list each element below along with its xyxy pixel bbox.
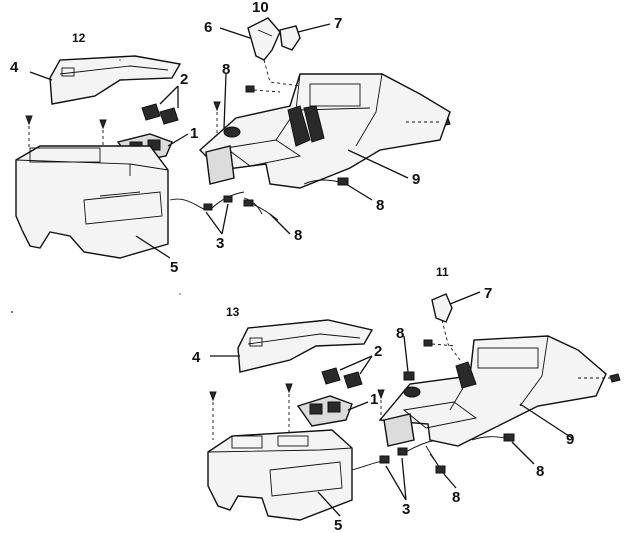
- leader-9: [519, 403, 573, 439]
- switch-bezel-part-1: [296, 395, 353, 427]
- leader-5: [135, 235, 171, 259]
- callout-4: 4: [192, 349, 201, 366]
- leader-2a: [339, 355, 373, 371]
- front-console-part-9: [198, 73, 451, 189]
- figure-number-12: 12: [72, 31, 86, 45]
- leader-5: [317, 491, 341, 517]
- figure-13: 13 11 4 2 1 7 8 9 8 8 3 5: [192, 265, 621, 533]
- shift-knob-part-6: [247, 17, 281, 61]
- callout-5: 5: [334, 517, 342, 533]
- callout-2: 2: [374, 343, 382, 360]
- callout-8a: 8: [396, 325, 404, 342]
- rear-console-part-5: [207, 429, 353, 521]
- callout-9: 9: [412, 171, 420, 188]
- trim-panel-part-4: [49, 55, 182, 105]
- front-console-part-9: [378, 335, 607, 447]
- shift-knob-part-7: [279, 25, 301, 51]
- leader-4: [29, 71, 53, 81]
- callout-2: 2: [180, 71, 188, 88]
- callout-8a: 8: [222, 61, 230, 78]
- trim-panel-part-4: [237, 319, 374, 373]
- leader-8c: [269, 213, 291, 235]
- leader-8a: [223, 73, 227, 129]
- scan-specks: [11, 59, 181, 313]
- callout-6: 6: [204, 19, 212, 36]
- leader-2b: [359, 355, 373, 375]
- harness-part-3: [169, 191, 263, 215]
- callout-1: 1: [370, 391, 378, 408]
- callout-8b: 8: [376, 197, 384, 214]
- leader-7: [297, 23, 331, 33]
- callout-4: 4: [10, 59, 19, 76]
- switches-part-2: [141, 103, 179, 125]
- callout-10: 10: [252, 0, 269, 16]
- leader-3a: [205, 211, 223, 235]
- leader-1: [347, 401, 369, 411]
- callout-5: 5: [170, 259, 178, 276]
- callout-7: 7: [484, 285, 492, 302]
- screw-icons: [209, 339, 621, 402]
- callout-9: 9: [566, 431, 574, 448]
- callout-3: 3: [216, 235, 224, 252]
- leader-9: [347, 149, 409, 179]
- callout-7: 7: [334, 15, 342, 32]
- leader-8c: [443, 473, 457, 489]
- leader-8a: [403, 335, 409, 373]
- shift-knob-part-7: [431, 293, 453, 323]
- leader-3b: [221, 203, 229, 235]
- figure-number-11: 11: [436, 265, 449, 279]
- leader-6: [219, 27, 251, 39]
- callout-1: 1: [190, 125, 198, 142]
- leader-7: [449, 291, 481, 305]
- rear-console-part-5: [15, 145, 169, 259]
- callout-8b: 8: [536, 463, 544, 480]
- leader-3b: [401, 457, 407, 501]
- leader-3a: [385, 465, 407, 501]
- figure-12: 12 4 2 1 6 7 10 8 9 8 8 3 5: [10, 0, 451, 276]
- callout-3: 3: [402, 501, 410, 518]
- callout-8c: 8: [452, 489, 460, 506]
- leader-1: [167, 133, 189, 147]
- switches-part-2: [321, 367, 363, 389]
- leader-8b: [511, 441, 535, 465]
- connectors-part-8: [403, 371, 515, 474]
- leader-8b: [345, 183, 373, 201]
- figure-number-13: 13: [226, 305, 240, 319]
- connectors-part-8: [243, 177, 349, 221]
- harness-part-3: [351, 439, 445, 475]
- callout-8c: 8: [294, 227, 302, 244]
- leader-2a: [159, 85, 179, 105]
